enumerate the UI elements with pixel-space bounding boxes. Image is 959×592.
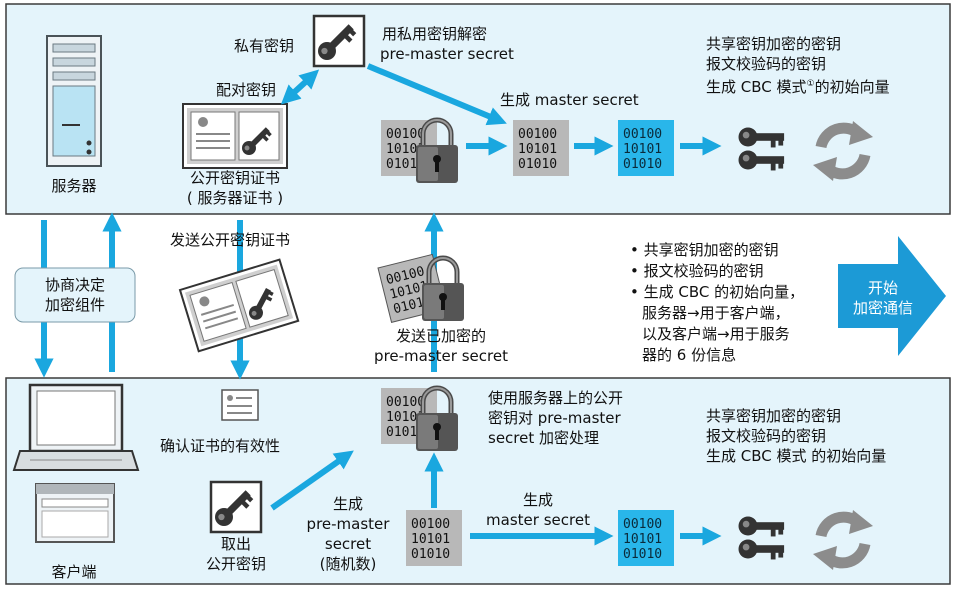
client-label: 客户端 — [51, 563, 97, 581]
server-keys-line1: 共享密钥加密的密钥 — [706, 35, 842, 53]
server-keys-line2: 报文校验码的密钥 — [706, 55, 827, 73]
bullet-item: • 共享密钥加密的密钥 — [630, 241, 779, 259]
cert-label-line1: 公开密钥证书 — [189, 169, 280, 187]
encrypt-label-line2: 密钥对 pre-master — [488, 409, 621, 427]
encrypt-label-line1: 使用服务器上的公开 — [488, 389, 624, 407]
start-label-line1: 开始 — [867, 279, 898, 297]
negotiate-label-line1: 协商决定 — [44, 276, 105, 294]
svg-text:10101: 10101 — [411, 532, 450, 547]
bullet-item-continued: 以及客户端→用于服务 — [642, 325, 790, 343]
gen-pm-line2: pre-master — [306, 515, 390, 533]
decrypt-label-line1: 用私用密钥解密 — [382, 25, 488, 43]
server-master-secret-block: 00100 10101 01010 — [618, 120, 674, 176]
bullet-item-continued: 服务器→用于客户端， — [642, 304, 790, 322]
svg-text:00100: 00100 — [386, 127, 425, 142]
client-pre-master-block: 00100 10101 01010 — [406, 510, 462, 566]
svg-text:00100: 00100 — [411, 517, 450, 532]
client-keys-line1: 共享密钥加密的密钥 — [706, 407, 842, 425]
sent-certificate-icon — [180, 260, 298, 352]
bullet-item-continued: 器的 6 份信息 — [642, 346, 737, 364]
svg-text:01010: 01010 — [623, 157, 662, 172]
svg-text:10101: 10101 — [623, 142, 662, 157]
svg-text:10101: 10101 — [623, 532, 662, 547]
server-encrypted-block: 00100 10101 01010 — [381, 120, 458, 183]
take-key-line2: 公开密钥 — [205, 555, 266, 573]
svg-text:00100: 00100 — [518, 127, 557, 142]
svg-text:10101: 10101 — [386, 142, 425, 157]
client-keys-line2: 报文校验码的密钥 — [706, 427, 827, 445]
client-master-secret-block: 00100 10101 01010 — [618, 510, 674, 566]
gen-master-line2: master secret — [486, 511, 590, 529]
send-cert-label: 发送公开密钥证书 — [170, 231, 291, 249]
client-panel — [5, 377, 951, 585]
private-key-label: 私有密钥 — [234, 37, 295, 55]
lock-icon — [422, 258, 464, 321]
verify-cert-label: 确认证书的有效性 — [160, 437, 281, 455]
client-keys-line3: 生成 CBC 模式 的初始向量 — [706, 447, 887, 465]
svg-text:01010: 01010 — [386, 425, 425, 440]
send-encrypted-line2: pre-master secret — [374, 347, 508, 365]
bullet-item: • 报文校验码的密钥 — [630, 262, 764, 280]
server-label: 服务器 — [51, 177, 97, 195]
laptop-icon — [12, 383, 140, 471]
gen-master-line1: 生成 — [522, 491, 553, 509]
bullet-item: • 生成 CBC 的初始向量， — [630, 283, 805, 301]
encrypt-label-line3: secret 加密处理 — [488, 429, 600, 447]
gen-pm-line1: 生成 — [332, 495, 363, 513]
browser-window-icon — [35, 483, 115, 543]
svg-text:01010: 01010 — [518, 157, 557, 172]
pair-arrow — [280, 69, 320, 105]
server-generate-master-label: 生成 master secret — [500, 91, 639, 109]
svg-text:00100: 00100 — [623, 517, 662, 532]
negotiate-label-line2: 加密组件 — [44, 296, 105, 314]
server-icon — [46, 35, 102, 167]
server-certificate-icon — [183, 104, 287, 168]
decrypt-arrow — [366, 63, 507, 126]
private-key-icon — [312, 14, 366, 68]
client-encrypted-block: 00100 10101 01010 — [381, 388, 458, 451]
verify-certificate-icon — [221, 389, 259, 421]
footnote-marker: ① — [806, 79, 815, 89]
decrypt-label-line2: pre-master secret — [380, 45, 514, 63]
sent-encrypted-block: 00100 10101 01010 — [377, 253, 464, 322]
server-decrypted-block: 00100 10101 01010 — [513, 120, 569, 176]
cert-label-line2: ( 服务器证书 ) — [186, 189, 284, 207]
svg-text:10101: 10101 — [518, 142, 557, 157]
svg-text:00100: 00100 — [386, 395, 425, 410]
server-keys-line3: 生成 CBC 模式①的初始向量 — [706, 78, 890, 96]
svg-text:01010: 01010 — [411, 547, 450, 562]
gen-pm-line3: secret — [324, 535, 372, 553]
take-key-line1: 取出 — [220, 535, 251, 553]
svg-text:01010: 01010 — [623, 547, 662, 562]
negotiate-box — [14, 267, 136, 323]
svg-text:00100: 00100 — [623, 127, 662, 142]
svg-text:01010: 01010 — [386, 157, 425, 172]
start-encryption-arrow — [838, 236, 946, 356]
start-label-line2: 加密通信 — [852, 299, 913, 317]
encrypt-arrow — [270, 450, 354, 511]
gen-pm-line4: (随机数) — [319, 555, 377, 573]
svg-text:10101: 10101 — [386, 410, 425, 425]
pair-key-label: 配对密钥 — [216, 81, 277, 99]
send-encrypted-line1: 发送已加密的 — [395, 327, 486, 345]
public-key-icon — [209, 480, 263, 534]
